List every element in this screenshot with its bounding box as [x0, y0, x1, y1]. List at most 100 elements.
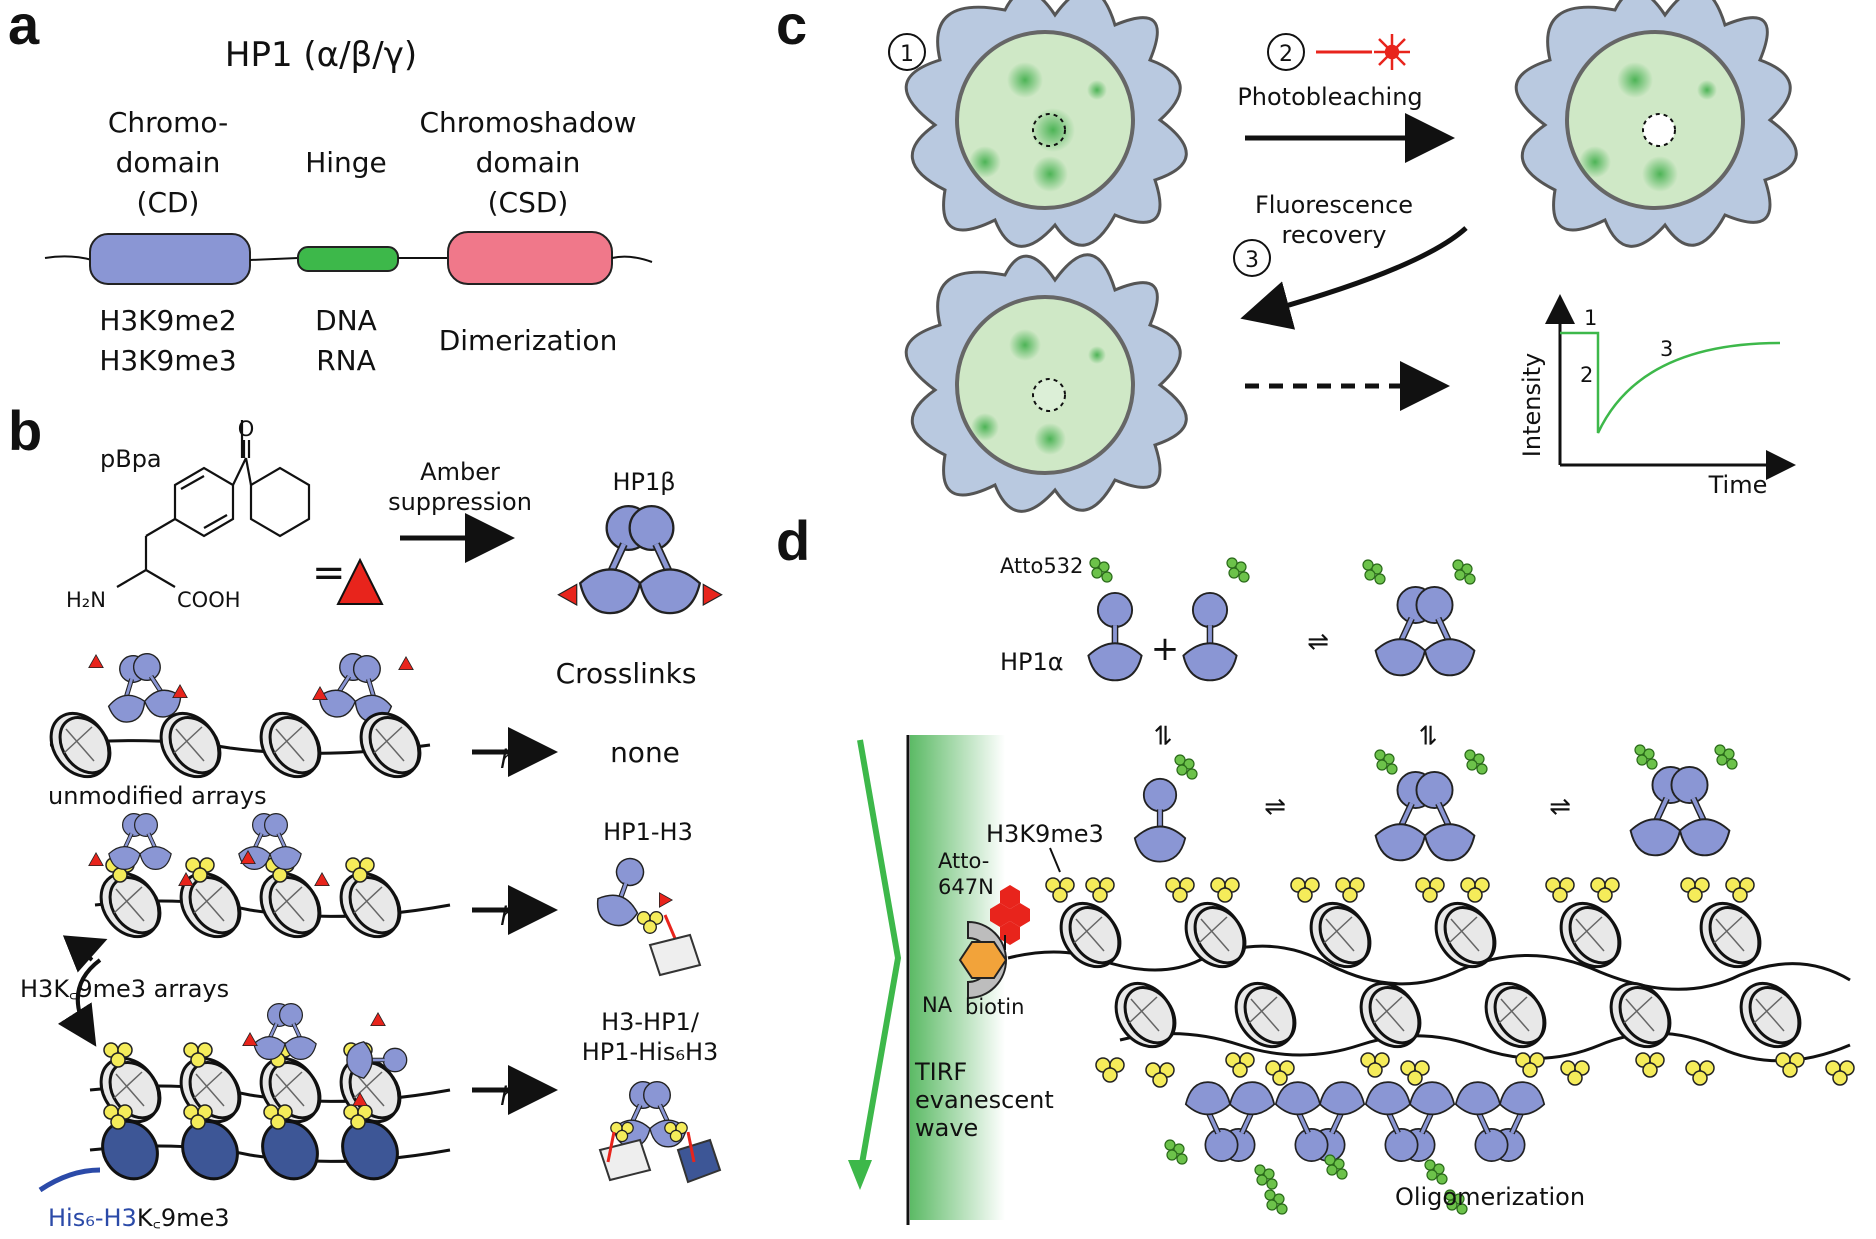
step1-number: 1 [900, 42, 914, 67]
hp1alpha-label: HP1α [1000, 648, 1064, 676]
equilibrium-arrow-vert-2: ⇌ [1413, 724, 1443, 746]
hinge-binds-line1: DNA [315, 304, 377, 337]
protein-backbone-mid1 [249, 257, 299, 261]
result3-line1: H3-HP1/ [601, 1008, 700, 1036]
cd-binds-line1: H3K9me2 [99, 304, 236, 337]
none-label: none [610, 736, 680, 769]
dna-upper [1007, 944, 1851, 991]
graph-mark-1: 1 [1584, 306, 1597, 330]
tirf-line2: evanescent [915, 1086, 1054, 1114]
curved-arrow-up [62, 935, 108, 973]
atto647n-dye [990, 885, 1030, 945]
row-h3kc9me3: hν HP1-H3 [87, 814, 702, 977]
csd-domain-box [447, 231, 613, 285]
graph-mark-3: 3 [1660, 337, 1673, 361]
cd-name-line1: Chromo- [108, 106, 228, 139]
hinge-domain-box [297, 246, 399, 272]
nucleosome-row-lower [1095, 970, 1855, 1088]
panel-d: d TIRF evanescent wave NA biotin Atto- 6… [776, 509, 1855, 1225]
atto647-line1: Atto- [938, 849, 989, 873]
h3kc-arrays-label: H3K꜀9me3 arrays [20, 975, 229, 1003]
unmodified-arrays-label: unmodified arrays [48, 782, 267, 810]
crosslinks-header: Crosslinks [556, 657, 697, 690]
frap-curve [1560, 331, 1781, 434]
atto647-line2: 647N [938, 875, 994, 899]
graph-mark-2: 2 [1580, 363, 1593, 387]
hv-label-2: hν [500, 902, 531, 932]
nucleosome-row-upper [1045, 877, 1773, 980]
row-unmodified: unmodified arrays hν none [37, 650, 680, 810]
equilibrium-arrow-2: ⇌ [1549, 792, 1571, 822]
pbpa-structure [116, 420, 311, 588]
free-hp1-monomer-1 [1088, 593, 1141, 680]
equilibrium-arrow-top: ⇌ [1307, 627, 1329, 657]
panel-d-letter: d [776, 509, 810, 572]
dna-lower [1119, 1031, 1851, 1063]
protein-backbone-left [44, 255, 93, 261]
pbpa-label: pBpa [100, 445, 162, 473]
bridging-hp1-dimer [1631, 767, 1730, 855]
recovery-arrow [1240, 226, 1468, 330]
cell-2 [1514, 0, 1799, 249]
csd-name-line3: (CSD) [488, 186, 569, 219]
na-label: NA [922, 993, 953, 1017]
recovery-line1: Fluorescence [1255, 191, 1413, 219]
his6-label: His₆-H3K꜀9me3 [48, 1204, 230, 1232]
bound-hp1-monomer [1135, 779, 1185, 862]
graph-xlabel: Time [1708, 471, 1768, 499]
tirf-beam-head [848, 1160, 872, 1190]
tirf-beam [857, 739, 902, 1176]
amine-label: H₂N [66, 588, 106, 612]
cd-name-line2: domain [116, 146, 221, 179]
panel-c-letter: c [776, 0, 807, 56]
row-his6: His₆-H3K꜀9me3 hν H3-HP1/ HP1-His₆H3 [38, 1004, 722, 1232]
protein-backbone-right [611, 255, 653, 263]
h3k9me3-pointer [1049, 847, 1061, 873]
h3k9me3-label: H3K9me3 [986, 820, 1104, 848]
cd-domain-box [89, 233, 251, 285]
cd-binds-line2: H3K9me3 [99, 344, 236, 377]
laser-icon [1374, 34, 1410, 70]
his6-arrow [38, 1167, 101, 1193]
biotin-label: biotin [965, 995, 1024, 1019]
csd-binds-line1: Dimerization [439, 324, 618, 357]
bound-hp1-dimer [1376, 772, 1475, 860]
step3-number: 3 [1245, 248, 1259, 273]
hv-label-3: hν [500, 1082, 531, 1112]
atto532-label: Atto532 [1000, 554, 1083, 578]
his6-prefix: His₆-H3 [48, 1204, 137, 1232]
panel-c: c 1 2 Photobleaching [776, 0, 1799, 514]
equilibrium-arrow-1: ⇌ [1264, 792, 1286, 822]
csd-name-line2: domain [476, 146, 581, 179]
graph-ylabel: Intensity [1518, 353, 1546, 457]
plus-sign: + [1151, 629, 1180, 669]
hp1beta-label: HP1β [612, 468, 675, 496]
step1-circle [888, 33, 926, 71]
hp1-h3-label: HP1-H3 [603, 818, 693, 846]
tirf-line1: TIRF [914, 1058, 967, 1086]
step2-number: 2 [1279, 42, 1293, 67]
recovery-line2: recovery [1281, 221, 1386, 249]
step3-circle [1233, 239, 1271, 277]
panel-a-letter: a [8, 0, 40, 56]
hinge-name: Hinge [305, 146, 387, 179]
free-hp1-dimer [1376, 587, 1475, 675]
hp1beta-dimer [557, 506, 723, 613]
oxygen-atom: O [238, 417, 255, 441]
panel-a: a HP1 (α/β/γ) Chromo- domain (CD) Hinge … [8, 0, 653, 377]
hinge-binds-line2: RNA [316, 344, 376, 377]
panel-b-letter: b [8, 399, 42, 462]
frap-graph: 1 2 3 Intensity Time [1518, 294, 1796, 499]
hp1-title: HP1 (α/β/γ) [225, 35, 417, 75]
panel-b: b pBpa O H₂N COOH = Amber suppression HP… [8, 399, 723, 1232]
equilibrium-arrow-vert-1: ⇌ [1148, 724, 1178, 746]
biotin-hexagon [958, 941, 1008, 979]
equals-sign: = [312, 550, 346, 596]
his6-suffix: K꜀9me3 [137, 1204, 230, 1232]
step2-circle [1267, 33, 1305, 71]
free-hp1-monomer-2 [1183, 593, 1236, 680]
photobleaching-label: Photobleaching [1237, 83, 1422, 111]
cell-3 [904, 252, 1189, 514]
csd-name-line1: Chromoshadow [419, 106, 636, 139]
